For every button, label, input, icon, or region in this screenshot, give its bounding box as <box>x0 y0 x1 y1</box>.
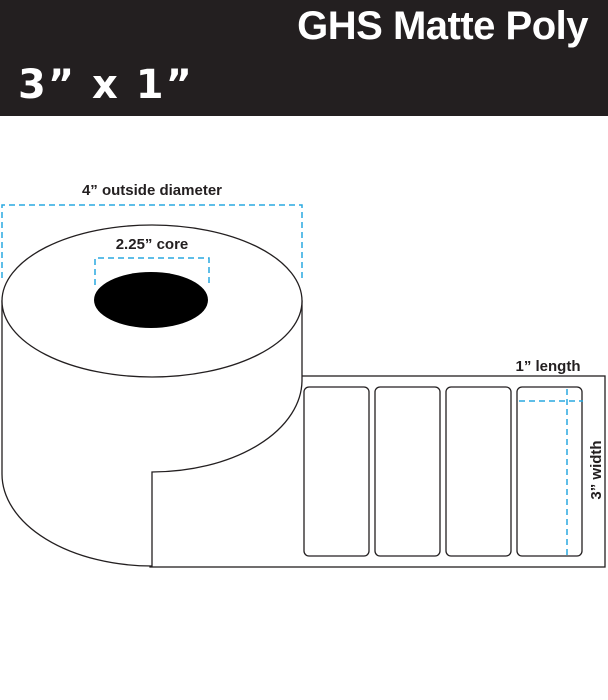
label-group <box>303 386 583 557</box>
roll-core <box>94 272 208 328</box>
label-2 <box>374 386 441 557</box>
core-dimension-line <box>94 257 210 285</box>
length-label: 1” length <box>515 358 580 375</box>
label-1 <box>303 386 370 557</box>
label-size: 3” x 1” <box>18 62 194 108</box>
header-banner: GHS Matte Poly 3” x 1” <box>0 0 608 116</box>
product-name: GHS Matte Poly <box>297 4 588 48</box>
outside-diameter-label: 4” outside diameter <box>82 182 222 199</box>
label-4 <box>516 386 583 557</box>
width-label: 3” width <box>588 440 605 499</box>
label-3 <box>445 386 512 557</box>
outside-diameter-dimension-line <box>1 204 303 278</box>
core-label: 2.25” core <box>116 236 189 253</box>
